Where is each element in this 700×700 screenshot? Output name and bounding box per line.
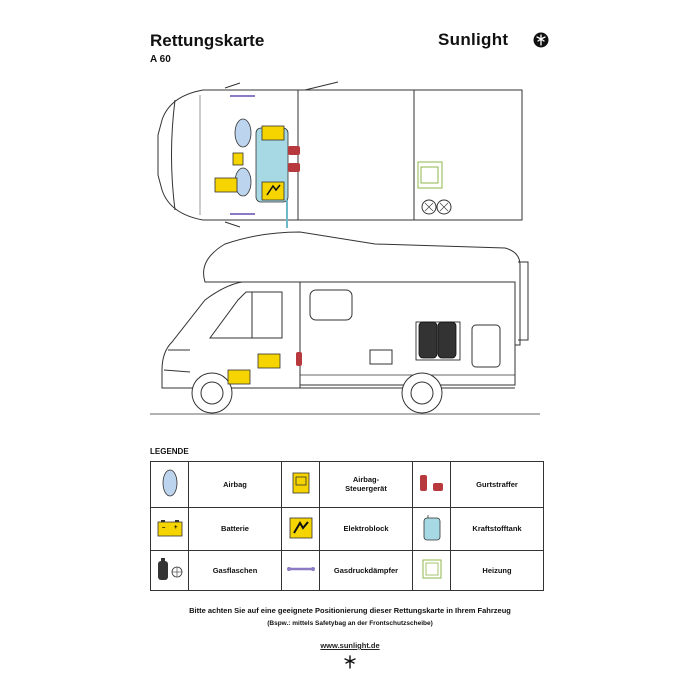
heater-icon [422, 559, 441, 579]
svg-text:+: + [174, 525, 178, 531]
palm-logo-icon [344, 655, 356, 669]
model-name: A 60 [150, 54, 171, 65]
legend-label: Heizung [450, 549, 544, 592]
legend-row: – + Batterie Elektroblock Kraftstofftank [150, 506, 544, 551]
brand-logo-text: Sunlight [438, 30, 509, 49]
battery-icon: – + [157, 519, 182, 537]
legend-label: Airbag- Steuergerät [319, 461, 413, 508]
electroblock-icon [289, 517, 312, 539]
side-view-components [227, 321, 461, 385]
legend-label: Gurtstraffer [450, 461, 544, 508]
side-view [150, 231, 540, 415]
legend-row: Airbag Airbag- Steuergerät Gurtstraffer [150, 461, 544, 508]
page-title: Rettungskarte [150, 31, 265, 50]
top-view-components [214, 95, 300, 228]
website-link[interactable]: www.sunlight.de [320, 641, 380, 650]
belt-tensioner-icon [419, 475, 443, 492]
svg-text:–: – [162, 525, 166, 531]
placement-hint: (Bspw.: mittels Safetybag an der Frontsc… [267, 620, 433, 627]
airbag-icon [162, 469, 177, 497]
legend-label: Batterie [188, 506, 282, 551]
legend-label: Elektroblock [319, 506, 413, 551]
legend-label: Airbag [188, 461, 282, 508]
legend-label: Gasflaschen [188, 549, 282, 592]
top-view [157, 81, 523, 228]
legend-label: Kraftstofftank [450, 506, 544, 551]
palm-logo-icon [533, 32, 549, 48]
airbag-control-unit-icon [292, 472, 309, 494]
legend-row: Gasflaschen Gasdruckdämpfer Heizung [150, 549, 544, 592]
gas-spring-icon [286, 567, 315, 572]
placement-notice: Bitte achten Sie auf eine geeignete Posi… [189, 606, 511, 615]
vehicle-diagram [150, 81, 540, 415]
gas-bottle-icon [157, 558, 182, 581]
legend-label: Gasdruckdämpfer [319, 549, 413, 592]
legend-title: LEGENDE [150, 447, 189, 456]
legend-table: Airbag Airbag- Steuergerät Gurtstraffer … [150, 461, 544, 592]
fuel-tank-icon [423, 514, 440, 541]
